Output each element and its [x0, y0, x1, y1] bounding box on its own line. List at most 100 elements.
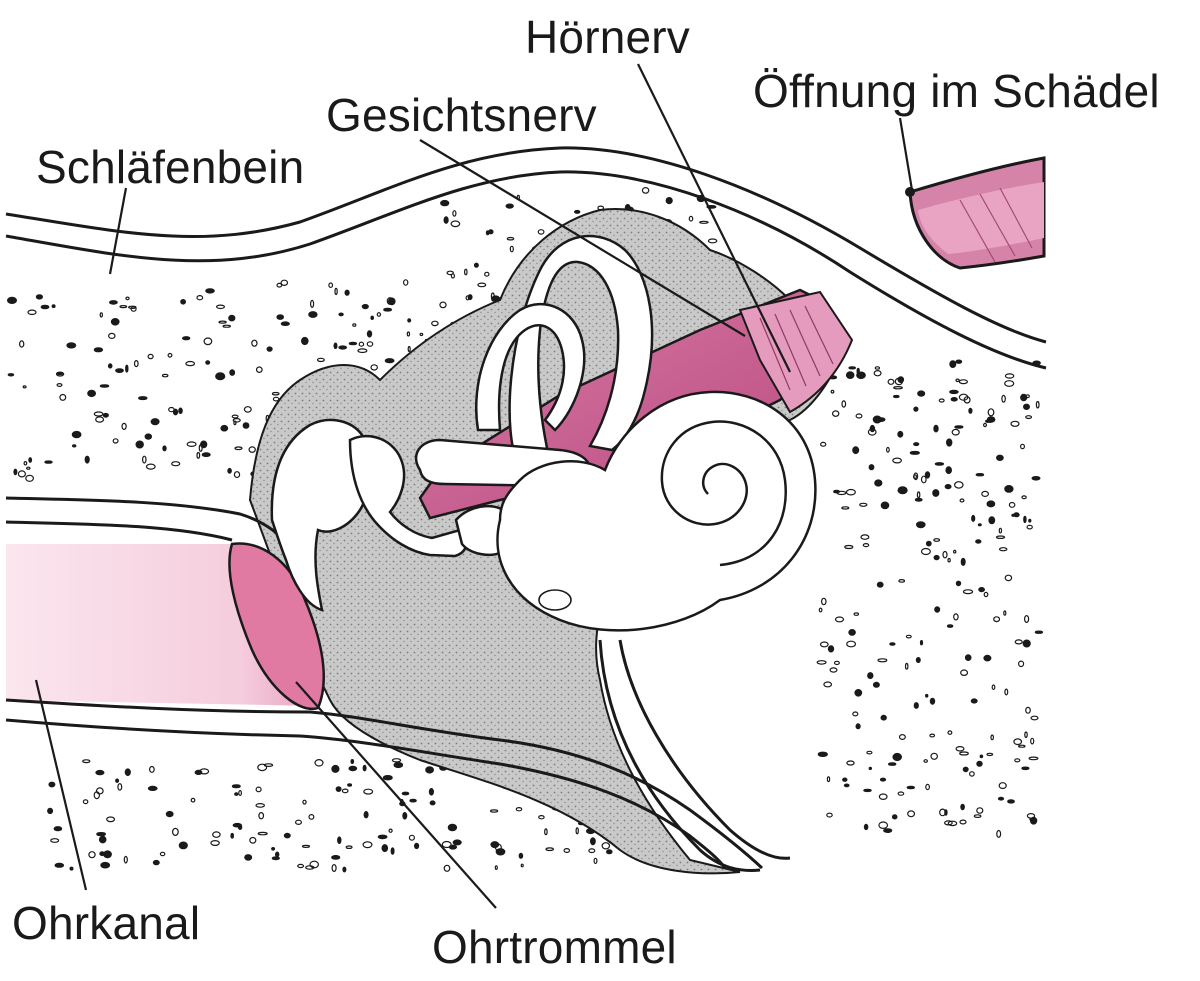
bone-speckle: [830, 389, 835, 394]
bone-speckle: [130, 306, 137, 312]
bone-speckle: [855, 413, 863, 419]
bone-speckle: [1028, 518, 1032, 523]
bone-speckle: [441, 840, 452, 849]
bone-speckle: [997, 796, 1005, 801]
bone-speckle: [138, 396, 148, 401]
bone-speckle: [331, 863, 337, 872]
bone-speckle: [220, 424, 229, 432]
bone-speckle: [868, 464, 875, 471]
bone-speckle: [201, 452, 211, 458]
bone-speckle: [28, 457, 33, 463]
bone-speckle: [370, 364, 379, 371]
bone-speckle: [99, 384, 110, 388]
bone-speckle: [1021, 766, 1030, 771]
bone-speckle: [1017, 744, 1026, 748]
bone-speckle: [872, 681, 880, 688]
bone-speckle: [363, 811, 369, 819]
bone-speckle: [1023, 614, 1030, 623]
bone-speckle: [403, 279, 409, 286]
bone-speckle: [376, 312, 382, 317]
bone-speckle: [520, 863, 524, 868]
bone-speckle: [66, 342, 77, 349]
bone-speckle: [590, 837, 596, 846]
bone-speckle: [537, 229, 545, 235]
bone-speckle: [991, 684, 996, 691]
bone-speckle: [891, 814, 898, 820]
bone-speckle: [180, 298, 187, 305]
bone-speckle: [975, 539, 982, 544]
bone-speckle: [489, 809, 499, 813]
leader-gesichtsnerv: [419, 139, 746, 337]
bone-speckle: [186, 441, 197, 448]
bone-speckle: [334, 287, 338, 296]
bone-speckle: [1034, 630, 1044, 634]
bone-speckle: [996, 829, 1002, 838]
bone-speckle: [23, 460, 28, 466]
bone-speckle: [818, 607, 823, 613]
bone-speckle: [54, 862, 65, 868]
bone-speckle: [362, 841, 373, 849]
bone-speckle: [409, 798, 417, 803]
bone-speckle: [255, 803, 265, 808]
bone-speckle: [150, 418, 160, 426]
bone-speckle: [19, 340, 25, 348]
bone-speckle: [408, 834, 415, 841]
bone-speckle: [148, 765, 155, 773]
bone-speckle: [255, 366, 263, 374]
bone-speckle: [868, 766, 873, 771]
bone-speckle: [1024, 731, 1028, 739]
bone-speckle: [932, 489, 940, 497]
bone-speckle: [915, 656, 921, 663]
bone-speckle: [834, 616, 845, 623]
label-hoernerv: Hörnerv: [525, 11, 691, 63]
bone-speckle: [215, 372, 226, 381]
bone-speckle: [341, 788, 349, 794]
bone-speckle: [983, 591, 989, 598]
bone-speckle: [862, 542, 870, 548]
bone-speckle: [996, 454, 1004, 461]
bone-speckle: [125, 364, 129, 373]
bone-speckle: [665, 197, 673, 205]
bone-speckle: [938, 398, 945, 403]
bone-speckle: [159, 851, 166, 857]
bone-speckle: [925, 693, 929, 698]
bone-speckle: [867, 672, 874, 680]
bone-speckle: [477, 282, 487, 288]
bone-speckle: [228, 314, 236, 322]
bone-speckle: [913, 702, 919, 709]
skull-opening: [905, 156, 1046, 270]
bone-speckle: [880, 714, 887, 721]
bone-speckle: [855, 723, 861, 730]
bone-speckle: [377, 834, 388, 840]
bone-speckle: [390, 847, 395, 855]
bone-speckle: [59, 393, 67, 401]
bone-speckle: [897, 430, 904, 438]
bone-speckle: [280, 279, 289, 286]
bone-speckle: [914, 497, 923, 502]
bone-speckle: [112, 438, 119, 444]
bone-speckle: [925, 540, 932, 547]
bone-speckle: [333, 342, 338, 350]
bone-speckle: [22, 385, 27, 389]
bone-speckle: [283, 832, 291, 839]
bone-speckle: [467, 294, 473, 301]
bone-speckle: [344, 289, 350, 296]
bone-speckle: [933, 424, 939, 433]
bone-speckle: [335, 786, 342, 792]
bone-speckle: [357, 348, 368, 354]
bone-speckle: [95, 787, 104, 795]
bone-speckle: [1031, 475, 1041, 481]
bone-speckle: [407, 345, 411, 353]
leader-ohrtrommel: [295, 681, 497, 909]
bone-speckle: [853, 612, 860, 616]
semicircular-canals: [414, 234, 654, 488]
bone-speckle: [100, 861, 111, 869]
bone-speckle: [823, 681, 833, 688]
bone-speckle: [1025, 394, 1030, 399]
bone-speckle: [887, 378, 895, 385]
bone-speckle: [923, 759, 929, 763]
bone-speckle: [995, 535, 1006, 540]
bone-speckle: [836, 490, 847, 496]
bone-speckle: [929, 733, 936, 738]
bone-speckle: [545, 847, 555, 852]
